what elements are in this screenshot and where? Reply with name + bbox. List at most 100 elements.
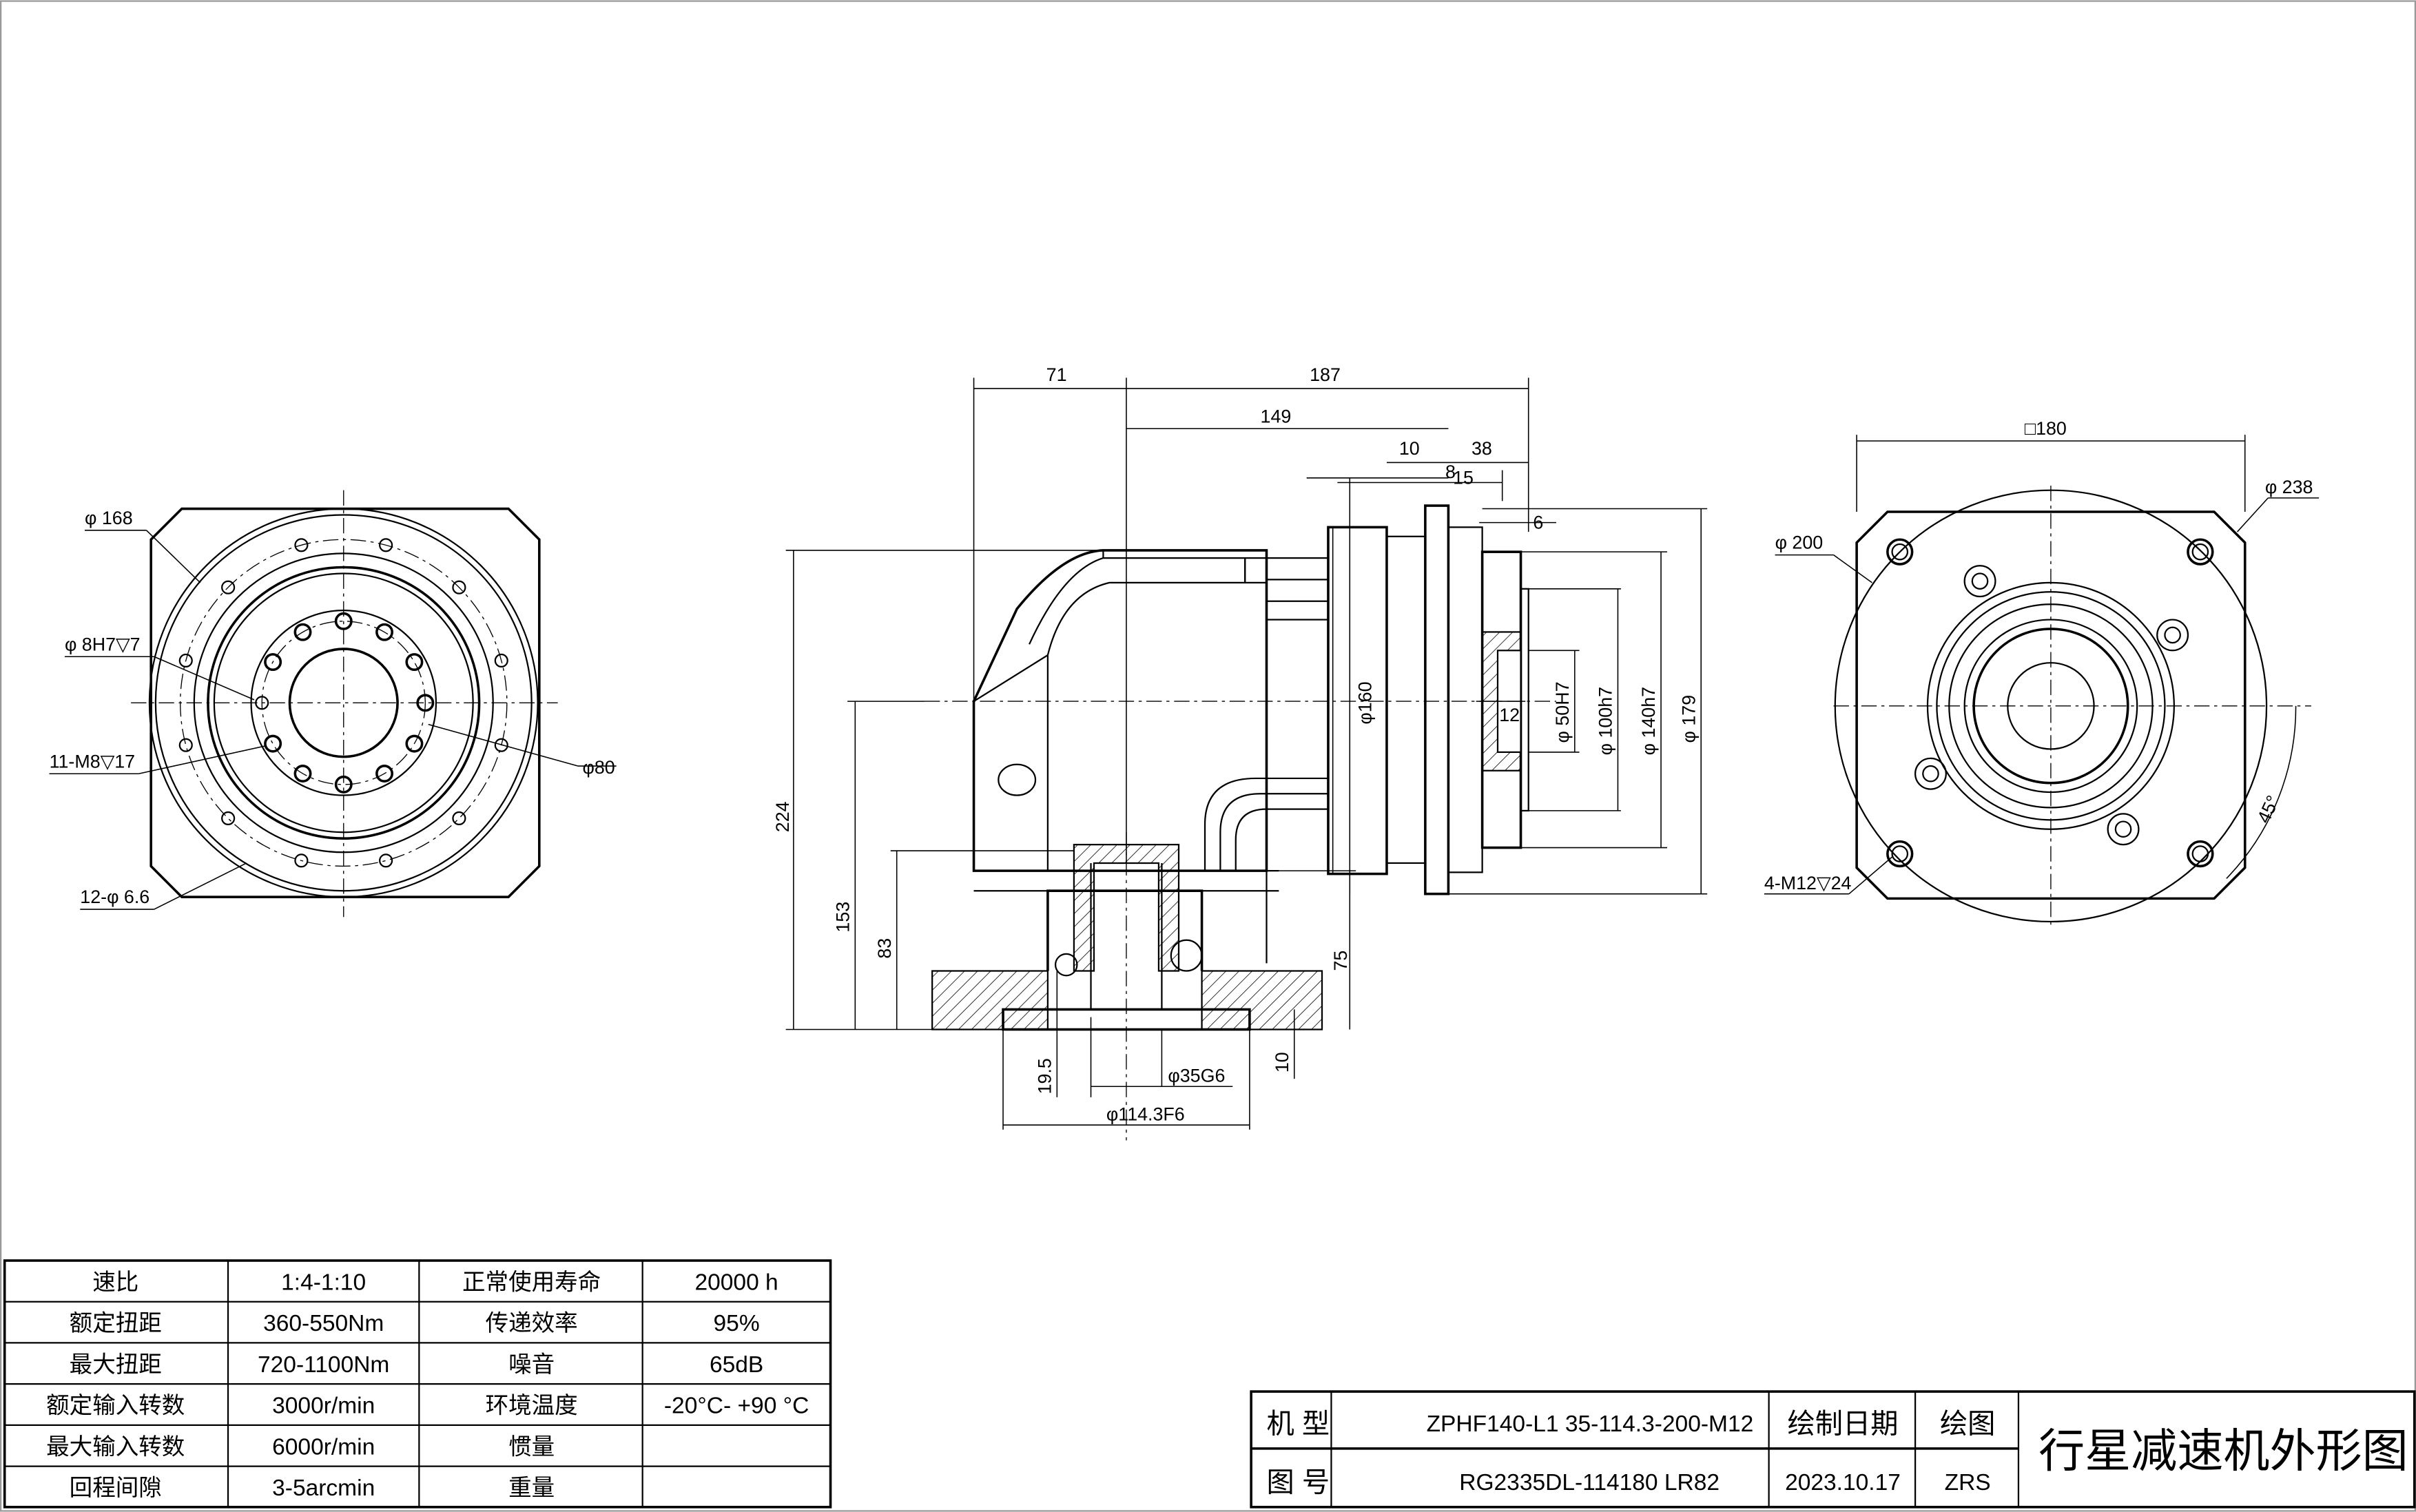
threaded-holes-11 (255, 612, 435, 794)
dim-d179: φ 179 (1678, 695, 1699, 743)
date-label: 绘制日期 (1787, 1408, 1898, 1439)
table-cell: 速比 (92, 1270, 138, 1295)
table-cell: 正常使用寿命 (462, 1269, 601, 1295)
dim-d238: φ 238 (2265, 477, 2313, 497)
corner-hole-inner (2191, 543, 2209, 561)
bolt-hole (379, 853, 393, 868)
model-label: 机 型 (1266, 1408, 1330, 1439)
dim-d160: φ160 (1355, 681, 1376, 724)
threaded-hole (264, 734, 282, 753)
dim-6: 6 (1533, 512, 1543, 533)
threaded-hole (264, 653, 282, 672)
hex-socket (1922, 765, 1939, 783)
dim-10b: 10 (1272, 1052, 1292, 1073)
dim-12: 12 (1499, 705, 1520, 725)
threaded-hole (416, 694, 435, 712)
bolt-hole (379, 538, 393, 552)
dim-d80: φ80 (582, 757, 615, 778)
corner-hole-inner (1891, 543, 1909, 561)
table-cell: 惯量 (508, 1433, 555, 1460)
mounting-holes-12 (178, 538, 508, 868)
date-value: 2023.10.17 (1785, 1470, 1901, 1495)
dim-d35: φ35G6 (1168, 1066, 1225, 1086)
screw-head (2107, 813, 2140, 846)
table-cell: 噪音 (508, 1352, 555, 1378)
table-cell: 环境温度 (486, 1393, 578, 1419)
corner-hole (2187, 840, 2214, 868)
table-cell: 重量 (508, 1475, 555, 1501)
table-cell: 20000 h (694, 1270, 778, 1295)
table-cell: 65dB (710, 1352, 763, 1378)
screw-head (1963, 565, 1996, 598)
threaded-hole (293, 765, 312, 783)
drawer-label: 绘图 (1940, 1408, 1996, 1439)
corner-hole (1886, 840, 1914, 868)
threaded-hole (375, 623, 394, 641)
dim-d168: φ 168 (85, 508, 133, 528)
dim-d100: φ 100h7 (1595, 687, 1615, 755)
hex-socket (2114, 820, 2132, 838)
bolt-hole (452, 811, 466, 826)
table-cell: 360-550Nm (263, 1311, 384, 1336)
drawing-title: 行星减速机外形图 (2038, 1426, 2408, 1478)
threaded-hole (375, 765, 394, 783)
table-cell: 额定扭距 (70, 1310, 162, 1336)
table-cell: 3000r/min (272, 1394, 375, 1419)
dim-d8h7: φ 8H7▽7 (65, 634, 141, 654)
table-cell: 720-1100Nm (258, 1352, 389, 1378)
corner-hole (1886, 538, 1914, 566)
hex-socket (1971, 572, 1989, 590)
table-cell: 额定输入转数 (46, 1393, 185, 1419)
dim-83: 83 (874, 938, 895, 959)
front-view-input: □180 φ 238 φ 200 4-M12▽24 45° (1764, 418, 2320, 925)
dim-sq180: □180 (2025, 418, 2067, 439)
table-cell: -20°C- +90 °C (664, 1394, 809, 1419)
hex-screws (1914, 565, 2189, 846)
threaded-hole (405, 734, 424, 753)
corner-hole-inner (2191, 845, 2209, 862)
dim-d114: φ114.3F6 (1106, 1104, 1185, 1124)
threaded-hole (293, 623, 312, 641)
dim-19-5: 19.5 (1034, 1058, 1055, 1094)
bolt-hole (494, 653, 508, 668)
corner-hole-inner (1891, 845, 1909, 862)
bolt-hole (294, 853, 309, 868)
dim-8: 8 (1445, 462, 1456, 482)
pin-hole (255, 696, 269, 710)
dim-d140: φ 140h7 (1638, 687, 1659, 755)
screw-head (1914, 757, 1947, 790)
table-cell: 6000r/min (272, 1434, 375, 1460)
corner-bolt-holes (1886, 538, 2214, 868)
bolt-hole (178, 653, 193, 668)
drawing-no-value: RG2335DL-114180 LR82 (1459, 1470, 1720, 1495)
table-cell: 最大输入转数 (46, 1433, 185, 1460)
dim-d200: φ 200 (1775, 532, 1824, 553)
threaded-hole (334, 775, 353, 794)
corner-hole (2187, 538, 2214, 566)
side-view: 71 187 149 10 38 8 15 6 φ160 12 φ 50H7 φ… (772, 364, 1708, 1141)
table-cell: 95% (714, 1311, 760, 1336)
threaded-hole (334, 612, 353, 630)
table-cell: 3-5arcmin (272, 1475, 375, 1501)
drawer-value: ZRS (1945, 1470, 1991, 1495)
bolt-hole (221, 811, 236, 826)
dim-149: 149 (1261, 406, 1292, 426)
bolt-hole (178, 738, 193, 752)
screw-head (2156, 619, 2189, 652)
dim-187: 187 (1310, 364, 1341, 385)
drawing-no-label: 图 号 (1266, 1467, 1330, 1498)
dim-224: 224 (772, 801, 793, 832)
bolt-hole (452, 580, 466, 594)
dim-m8: 11-M8▽17 (50, 751, 136, 771)
dim-15: 15 (1453, 468, 1474, 488)
dim-holes: 12-φ 6.6 (80, 887, 149, 907)
table-cell: 最大扭距 (70, 1352, 162, 1378)
hex-socket (2164, 626, 2181, 644)
threaded-hole (405, 653, 424, 672)
front-view-output: φ 168 φ 8H7▽7 11-M8▽17 φ80 12-φ 6.6 (50, 490, 617, 918)
title-block: 机 型 ZPHF140-L1 35-114.3-200-M12 图 号 RG23… (1250, 1390, 2416, 1509)
dim-10: 10 (1399, 438, 1420, 459)
